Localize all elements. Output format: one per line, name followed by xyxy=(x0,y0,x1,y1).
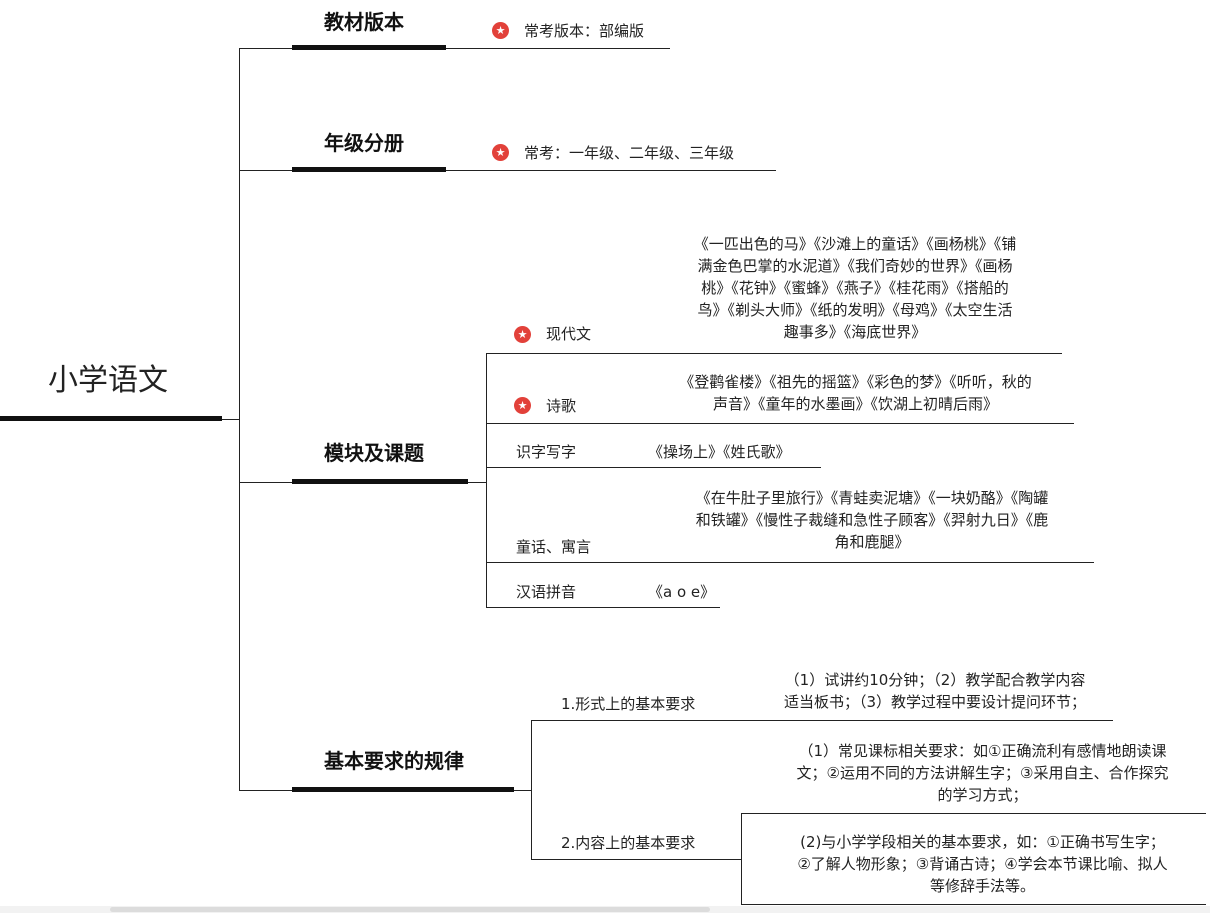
requirements-title[interactable]: 基本要求的规律 xyxy=(324,749,464,773)
edition-connector xyxy=(239,48,292,49)
content-req-line xyxy=(531,859,742,860)
module-topics-literacy: 《操场上》《姓氏歌》 xyxy=(648,443,791,461)
module-topics-poetry: 《登鹳雀楼》《祖先的摇篮》《彩色的梦》《听听，秋的 声音》《童年的水墨画》《饮湖… xyxy=(628,371,1083,415)
module-label-poetry[interactable]: 诗歌 xyxy=(546,397,577,415)
form-req-line xyxy=(531,720,1113,721)
module-item-line xyxy=(486,423,1074,424)
grade-item-text[interactable]: 常考：一年级、二年级、三年级 xyxy=(524,144,735,162)
requirements-underline xyxy=(292,787,514,792)
req-line: （1）试讲约10分钟；（2）教学配合教学内容 xyxy=(784,671,1086,689)
topic-line: 趣事多》《海底世界》 xyxy=(783,323,927,341)
grade-item-line xyxy=(446,170,776,171)
edition-underline xyxy=(292,45,446,50)
content-sub2-details: (2)与小学学段相关的基本要求，如：①正确书写生字； ②了解人物形象；③背诵古诗… xyxy=(755,831,1210,897)
root-title[interactable]: 小学语文 xyxy=(48,363,168,398)
topic-line: 《一匹出色的马》《沙滩上的童话》《画杨桃》《铺 xyxy=(693,235,1017,253)
content-sub2-line xyxy=(741,904,1206,905)
main-trunk xyxy=(239,48,240,791)
module-label-modern-prose[interactable]: 现代文 xyxy=(546,325,592,343)
requirements-connector xyxy=(239,790,292,791)
topic-line: 满金色巴掌的水泥道》《我们奇妙的世界》《画杨 xyxy=(697,257,1013,275)
grade-connector xyxy=(239,170,292,171)
grade-underline xyxy=(292,167,446,172)
req-line: 适当板书；（3）教学过程中要设计提问环节； xyxy=(783,693,1087,711)
form-req-label[interactable]: 1.形式上的基本要求 xyxy=(561,695,696,713)
module-topics-fables: 《在牛肚子里旅行》《青蛙卖泥塘》《一块奶酪》《陶罐 和铁罐》《慢性子裁缝和急性子… xyxy=(640,487,1104,553)
modules-link xyxy=(468,482,486,483)
topic-line: 《登鹳雀楼》《祖先的摇篮》《彩色的梦》《听听，秋的 xyxy=(679,373,1032,391)
form-req-details: （1）试讲约10分钟；（2）教学配合教学内容 适当板书；（3）教学过程中要设计提… xyxy=(745,669,1125,713)
content-sub1-line xyxy=(741,813,1206,814)
star-badge-icon: ★ xyxy=(514,397,531,414)
modules-connector xyxy=(239,482,292,483)
edition-item-text[interactable]: 常考版本：部编版 xyxy=(524,22,645,40)
star-badge-icon: ★ xyxy=(492,22,509,39)
star-badge-icon: ★ xyxy=(514,326,531,343)
module-item-line xyxy=(486,467,821,468)
module-label-fables[interactable]: 童话、寓言 xyxy=(516,538,592,556)
module-label-pinyin[interactable]: 汉语拼音 xyxy=(516,583,577,601)
content-sub1-details: （1）常见课标相关要求：如①正确流利有感情地朗读课 文；②运用不同的方法讲解生字… xyxy=(755,740,1210,806)
req-line: 等修辞手法等。 xyxy=(929,877,1035,895)
requirements-trunk xyxy=(531,720,532,860)
grade-title[interactable]: 年级分册 xyxy=(324,131,404,155)
topic-line: 声音》《童年的水墨画》《饮湖上初晴后雨》 xyxy=(712,395,998,413)
horizontal-scrollbar-thumb[interactable] xyxy=(110,907,710,912)
req-line: 的学习方式； xyxy=(937,786,1028,804)
req-line: (2)与小学学段相关的基本要求，如：①正确书写生字； xyxy=(800,833,1165,851)
star-badge-icon: ★ xyxy=(492,144,509,161)
module-topics-modern-prose: 《一匹出色的马》《沙滩上的童话》《画杨桃》《铺 满金色巴掌的水泥道》《我们奇妙的… xyxy=(640,233,1070,343)
topic-line: 《在牛肚子里旅行》《青蛙卖泥塘》《一块奶酪》《陶罐 xyxy=(695,489,1049,507)
req-line: ②了解人物形象；③背诵古诗；④学会本节课比喻、拟人 xyxy=(797,855,1168,873)
topic-line: 桃》《花钟》《蜜蜂》《燕子》《桂花雨》《搭船的 xyxy=(701,279,1009,297)
root-underline xyxy=(0,416,222,421)
modules-title[interactable]: 模块及课题 xyxy=(324,441,424,465)
edition-item-line xyxy=(446,48,670,49)
modules-trunk xyxy=(486,353,487,608)
topic-line: 和铁罐》《慢性子裁缝和急性子顾客》《羿射九日》《鹿 xyxy=(695,511,1049,529)
modules-underline xyxy=(292,479,468,484)
topic-line: 角和鹿腿》 xyxy=(834,533,910,551)
module-label-literacy[interactable]: 识字写字 xyxy=(516,443,577,461)
edition-title[interactable]: 教材版本 xyxy=(324,10,404,34)
req-line: （1）常见课标相关要求：如①正确流利有感情地朗读课 xyxy=(798,742,1167,760)
requirements-link xyxy=(514,790,532,791)
module-item-line xyxy=(486,562,1094,563)
content-req-label[interactable]: 2.内容上的基本要求 xyxy=(561,834,696,852)
root-connector xyxy=(222,419,240,420)
module-item-line xyxy=(486,353,1062,354)
topic-line: 鸟》《剃头大师》《纸的发明》《母鸡》《太空生活 xyxy=(697,301,1013,319)
content-req-trunk xyxy=(741,813,742,904)
req-line: 文；②运用不同的方法讲解生字；③采用自主、合作探究 xyxy=(796,764,1169,782)
module-topics-pinyin: 《a o e》 xyxy=(648,583,716,601)
module-item-line xyxy=(486,607,720,608)
